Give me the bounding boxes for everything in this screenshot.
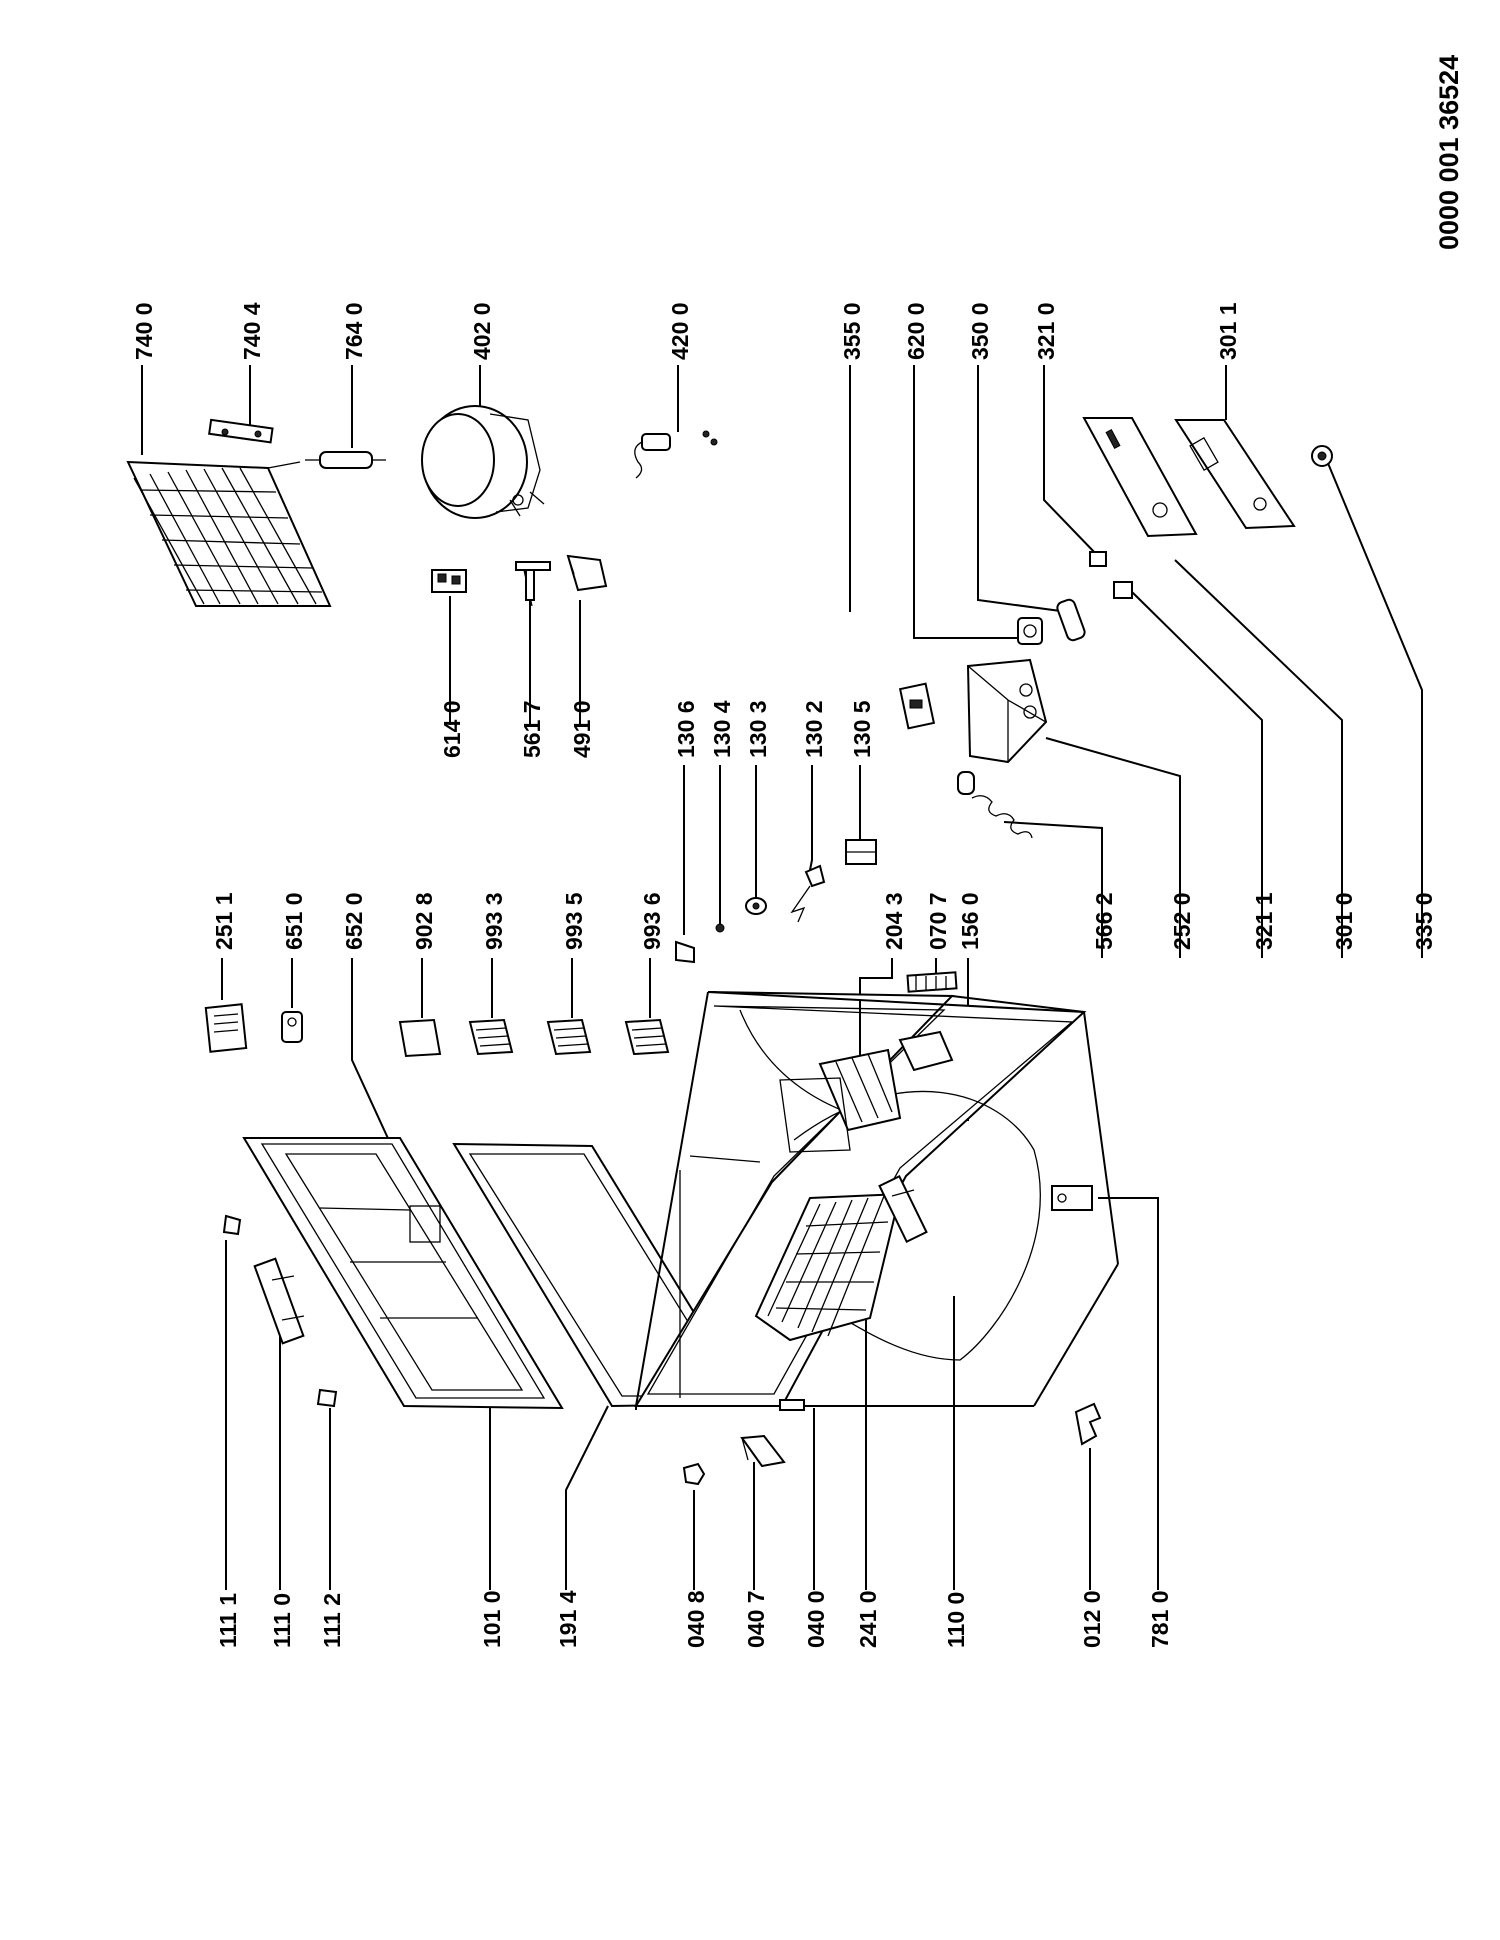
label-252-0: 252 0	[1169, 892, 1195, 950]
handle-110-0	[878, 1174, 928, 1244]
label-902-8: 902 8	[411, 892, 437, 950]
label-204-3: 204 3	[881, 892, 907, 950]
part-902-8	[398, 1018, 442, 1058]
compressor-402-0	[421, 405, 545, 519]
label-251-1: 251 1	[211, 892, 237, 950]
part-350-0	[1056, 598, 1086, 642]
label-156-0: 156 0	[957, 892, 983, 950]
label-993-6: 993 6	[639, 892, 665, 950]
label-321-1: 321 1	[1251, 892, 1277, 950]
evaporator-204-3	[779, 1048, 902, 1153]
label-355-0: 355 0	[839, 302, 865, 360]
label-130-4: 130 4	[709, 700, 735, 758]
bracket-040-7	[740, 1434, 786, 1468]
label-620-0: 620 0	[903, 302, 929, 360]
label-101-0: 101 0	[479, 1590, 505, 1648]
label-781-0: 781 0	[1147, 1590, 1173, 1648]
label-130-5: 130 5	[849, 700, 875, 758]
label-335-0: 335 0	[1411, 892, 1437, 950]
hinge-111-1	[222, 1214, 242, 1236]
label-651-0: 651 0	[281, 892, 307, 950]
label-491-0: 491 0	[569, 700, 595, 758]
label-301-1: 301 1	[1215, 302, 1241, 360]
label-191-4: 191 4	[555, 1590, 581, 1648]
part-130-5	[845, 839, 877, 865]
thermostat-566-2	[957, 771, 1033, 839]
label-321-0: 321 0	[1033, 302, 1059, 360]
hinge-111-2	[316, 1388, 338, 1408]
part-561-7	[515, 561, 551, 607]
foot-040-8	[682, 1462, 706, 1486]
grid-993-5	[546, 1018, 592, 1056]
label-764-0: 764 0	[341, 302, 367, 360]
basket-241-0	[754, 1192, 902, 1342]
lamp-321-0	[1089, 551, 1107, 567]
grid-993-3	[468, 1018, 514, 1056]
drier-764-0	[305, 451, 386, 469]
label-111-0: 111 0	[269, 1593, 295, 1648]
label-566-2: 566 2	[1091, 892, 1117, 950]
bottom-row-labels: 111 1 111 0 111 2 101 0 191 4 040 8 040 …	[215, 1590, 1173, 1648]
part-355-0	[898, 682, 936, 730]
part-012-0	[1074, 1402, 1102, 1446]
label-402-0: 402 0	[469, 302, 495, 360]
plate-156-0	[898, 1030, 954, 1072]
label-110-0: 110 0	[943, 1592, 969, 1648]
label-740-4: 740 4	[239, 302, 265, 360]
foot-040-0	[779, 1399, 805, 1411]
middle-upper-labels: 614 0 561 7 491 0 130 6 130 4 130 3 130 …	[439, 700, 875, 758]
label-130-2: 130 2	[801, 700, 827, 758]
part-620-0	[1017, 617, 1043, 645]
label-111-2: 111 2	[319, 1593, 345, 1648]
label-040-7: 040 7	[743, 1590, 769, 1648]
label-350-0: 350 0	[967, 302, 993, 360]
label-012-0: 012 0	[1079, 1590, 1105, 1648]
label-301-0: 301 0	[1331, 892, 1357, 950]
lid-101-0	[242, 1137, 564, 1410]
label-561-7: 561 7	[519, 700, 545, 758]
label-614-0: 614 0	[439, 700, 465, 758]
document-number: 0000 001 36524	[1434, 55, 1464, 250]
label-740-0: 740 0	[131, 302, 157, 360]
lamp-321-1	[1113, 581, 1133, 599]
control-panel-301-1	[1174, 419, 1296, 530]
label-993-3: 993 3	[481, 892, 507, 950]
part-251-1	[204, 1003, 248, 1053]
relay-420-0	[634, 430, 718, 479]
label-130-3: 130 3	[745, 700, 771, 758]
part-491-0	[566, 554, 608, 592]
grid-993-6	[624, 1018, 670, 1056]
bracket-740-4	[208, 418, 274, 444]
part-130-4	[715, 923, 725, 933]
label-420-0: 420 0	[667, 302, 693, 360]
hinge-111-0	[253, 1257, 305, 1345]
label-993-5: 993 5	[561, 892, 587, 950]
grille-070-7	[906, 971, 958, 993]
part-614-0	[431, 569, 467, 593]
condenser-740-0	[126, 460, 332, 607]
housing-252-0	[966, 658, 1048, 764]
label-241-0: 241 0	[855, 1590, 881, 1648]
label-040-8: 040 8	[683, 1590, 709, 1648]
label-111-1: 111 1	[215, 1593, 241, 1648]
part-130-6	[675, 940, 695, 964]
control-panel-301-0	[1082, 417, 1198, 538]
part-651-0	[281, 1011, 303, 1043]
label-070-7: 070 7	[925, 892, 951, 950]
leader-lines	[141, 365, 1423, 1590]
label-040-0: 040 0	[803, 1590, 829, 1648]
top-row-labels: 740 0 740 4 764 0 402 0 420 0 355 0 620 …	[131, 302, 1241, 360]
plate-781-0	[1051, 1185, 1093, 1211]
part-130-3	[745, 897, 767, 915]
knob-335-0	[1311, 445, 1333, 467]
part-130-2	[790, 864, 826, 923]
label-652-0: 652 0	[341, 892, 367, 950]
label-130-6: 130 6	[673, 700, 699, 758]
middle-row-labels: 251 1 651 0 652 0 902 8 993 3 993 5 993 …	[211, 892, 1437, 950]
